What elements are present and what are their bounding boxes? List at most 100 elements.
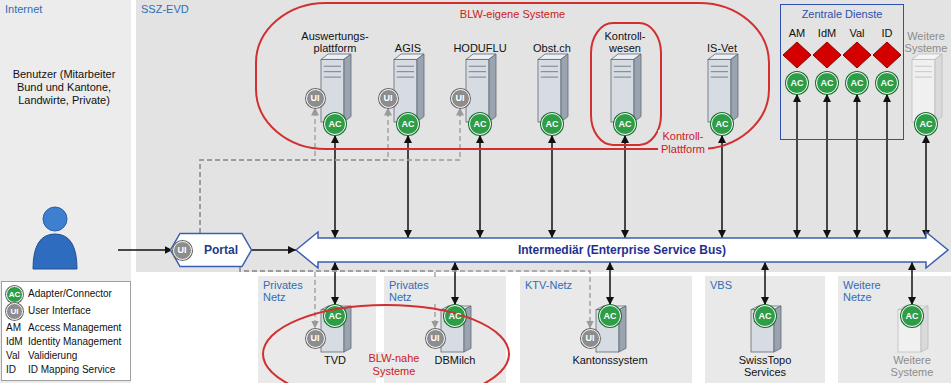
service-diamond: Val <box>843 27 871 69</box>
group-title: Zentrale Dienste <box>781 8 903 21</box>
circle-label: UI <box>586 334 595 343</box>
ui-circle: UI <box>379 89 398 108</box>
drive-slot <box>915 71 932 72</box>
bus-link <box>252 249 296 251</box>
drive-slot <box>397 66 414 67</box>
server-label: HODUFLU <box>453 42 506 54</box>
adapter-circle: AC <box>754 305 776 327</box>
hexagon <box>171 234 252 267</box>
server-node: Obst.chAC <box>522 28 582 128</box>
server-icon <box>460 54 500 122</box>
server-side <box>935 54 942 122</box>
circle-label: AC <box>851 79 864 88</box>
server-label: SwissTopo Services <box>734 354 796 378</box>
server-node: Weitere SystemeAC <box>901 28 951 128</box>
server-node: Kontroll- wesenAC <box>595 28 655 128</box>
drive-slot <box>541 66 558 67</box>
oval-line <box>256 3 769 149</box>
circle-label: AC <box>449 312 462 321</box>
diamond-shape <box>843 42 871 68</box>
diamond <box>783 42 811 68</box>
server-node: SwissTopo Services AC <box>732 306 798 383</box>
server-node: IS-VetAC <box>692 28 752 128</box>
drive-slot <box>397 77 414 78</box>
user-actor: Benutzer (Mitarbeiter Bund und Kantone, … <box>10 60 118 272</box>
ui-link <box>240 267 435 329</box>
server-label: DBMilch <box>435 354 476 366</box>
portal-hexagon: PortalUI <box>170 233 252 267</box>
server-icon <box>702 54 742 122</box>
bus-link <box>609 262 611 305</box>
bus-outline <box>296 232 948 268</box>
drive-slot <box>915 77 932 78</box>
server-label: AGIS <box>395 42 421 54</box>
server-icon <box>532 54 572 122</box>
service-diamond: ID <box>873 27 901 69</box>
server-icon <box>315 54 355 122</box>
circle-label: UI <box>311 334 320 343</box>
adapter-circle: AC <box>786 72 808 94</box>
server-side <box>344 54 351 122</box>
drive-slot <box>711 66 728 67</box>
zone-label: SSZ-EVD <box>140 3 190 15</box>
adapter-circle: AC <box>876 72 898 94</box>
bus-link <box>721 135 723 238</box>
legend-text: Validierung <box>28 350 77 362</box>
drive-slot <box>324 66 341 67</box>
server-side <box>489 54 496 122</box>
server-label: TVD <box>324 354 346 366</box>
group-oval: BLW-eigene SystemeAuswertungs- plattform… <box>255 2 770 150</box>
diamond-label: Val <box>843 27 871 40</box>
adapter-circle: AC <box>397 113 419 135</box>
adapter-circle: AC <box>816 72 838 94</box>
bus-link <box>911 262 913 305</box>
legend-box: ACAdapter/ConnectorUIUser InterfaceAMAcc… <box>1 281 131 381</box>
network-zone: KTV-NetzKantonssystemUIAC <box>520 276 692 383</box>
ui-link <box>200 108 315 234</box>
server-node: HODUFLU UI AC <box>450 28 510 128</box>
adapter-circle: AC <box>324 113 346 135</box>
bus-link <box>925 135 927 238</box>
bus-link <box>624 135 626 238</box>
circle-label: AC <box>759 312 772 321</box>
server-label: Kantonssystem <box>572 354 647 366</box>
zone-ground <box>258 276 376 383</box>
circle-label: AC <box>791 79 804 88</box>
network-zone: SSZ-EVD PortalUI Intermediär (Enterprise S… <box>136 0 951 272</box>
group-oval: Kontroll- PlattformKontroll- wesenAC <box>590 22 662 146</box>
circle-label: AC <box>474 120 487 129</box>
adapter-circle: AC <box>614 113 636 135</box>
drive-slot <box>614 71 631 72</box>
server-label: Weitere Systeme <box>888 354 936 378</box>
bus-link <box>551 135 553 238</box>
diamond <box>843 42 871 68</box>
bus-link <box>407 135 409 238</box>
bus-label: Intermediär (Enterprise Service Bus) <box>296 238 948 262</box>
server-side <box>731 54 738 122</box>
circle-label: AC <box>546 120 559 129</box>
user-body <box>33 234 77 269</box>
server-node: Auswertungs- plattformUIAC <box>297 28 373 128</box>
legend-swatch: UI <box>6 303 23 320</box>
legend-text: Access Management <box>28 322 121 334</box>
zone-label: Privates Netz <box>262 279 310 303</box>
ui-circle: UI <box>451 89 470 108</box>
swatch-label: AC <box>9 291 21 299</box>
circle-label: AC <box>329 312 342 321</box>
user-icon <box>30 205 80 270</box>
diamond-shape <box>813 42 841 68</box>
server-icon <box>605 54 645 122</box>
service-bus: Intermediär (Enterprise Service Bus) <box>296 238 948 262</box>
bus-link <box>856 94 858 238</box>
oval-line <box>263 305 509 383</box>
server-node: KantonssystemUIAC <box>570 306 650 383</box>
adapter-circle: AC <box>915 113 937 135</box>
zone-ground <box>136 0 951 272</box>
circle-label: UI <box>311 94 320 103</box>
zone-ground <box>838 276 951 383</box>
server-node: DBMilchUIAC <box>425 306 485 383</box>
drive-slot <box>324 71 341 72</box>
drive-slot <box>541 77 558 78</box>
ui-link <box>200 108 388 234</box>
